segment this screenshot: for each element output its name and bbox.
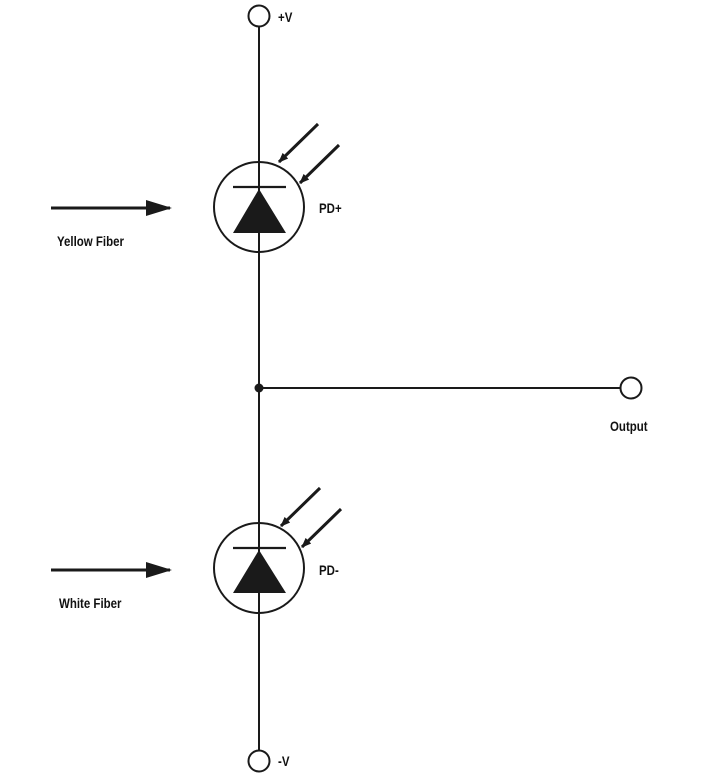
positive-supply-terminal — [247, 4, 271, 28]
junction-node — [254, 383, 264, 393]
photodiode-positive-label: PD+ — [319, 200, 342, 216]
yellow-fiber-label: Yellow Fiber — [57, 233, 124, 249]
white-fiber-label: White Fiber — [59, 595, 122, 611]
photodiode-positive — [213, 122, 341, 253]
output-label: Output — [610, 418, 648, 434]
positive-supply-label: +V — [278, 9, 293, 25]
photodiode-positive-triangle — [233, 189, 286, 233]
photodiode-negative-light-arrow-1 — [279, 486, 322, 528]
photodiode-negative — [213, 486, 343, 614]
photodiode-positive-light-arrow-2 — [298, 143, 341, 185]
photodiode-negative-label: PD- — [319, 562, 339, 578]
photodiode-negative-light-arrow-2 — [300, 507, 343, 549]
output-terminal — [619, 376, 643, 400]
photodiode-positive-light-arrow-1 — [277, 122, 320, 164]
photodiode-negative-triangle — [233, 550, 286, 593]
negative-supply-terminal — [247, 749, 271, 773]
negative-supply-label: -V — [278, 753, 290, 769]
